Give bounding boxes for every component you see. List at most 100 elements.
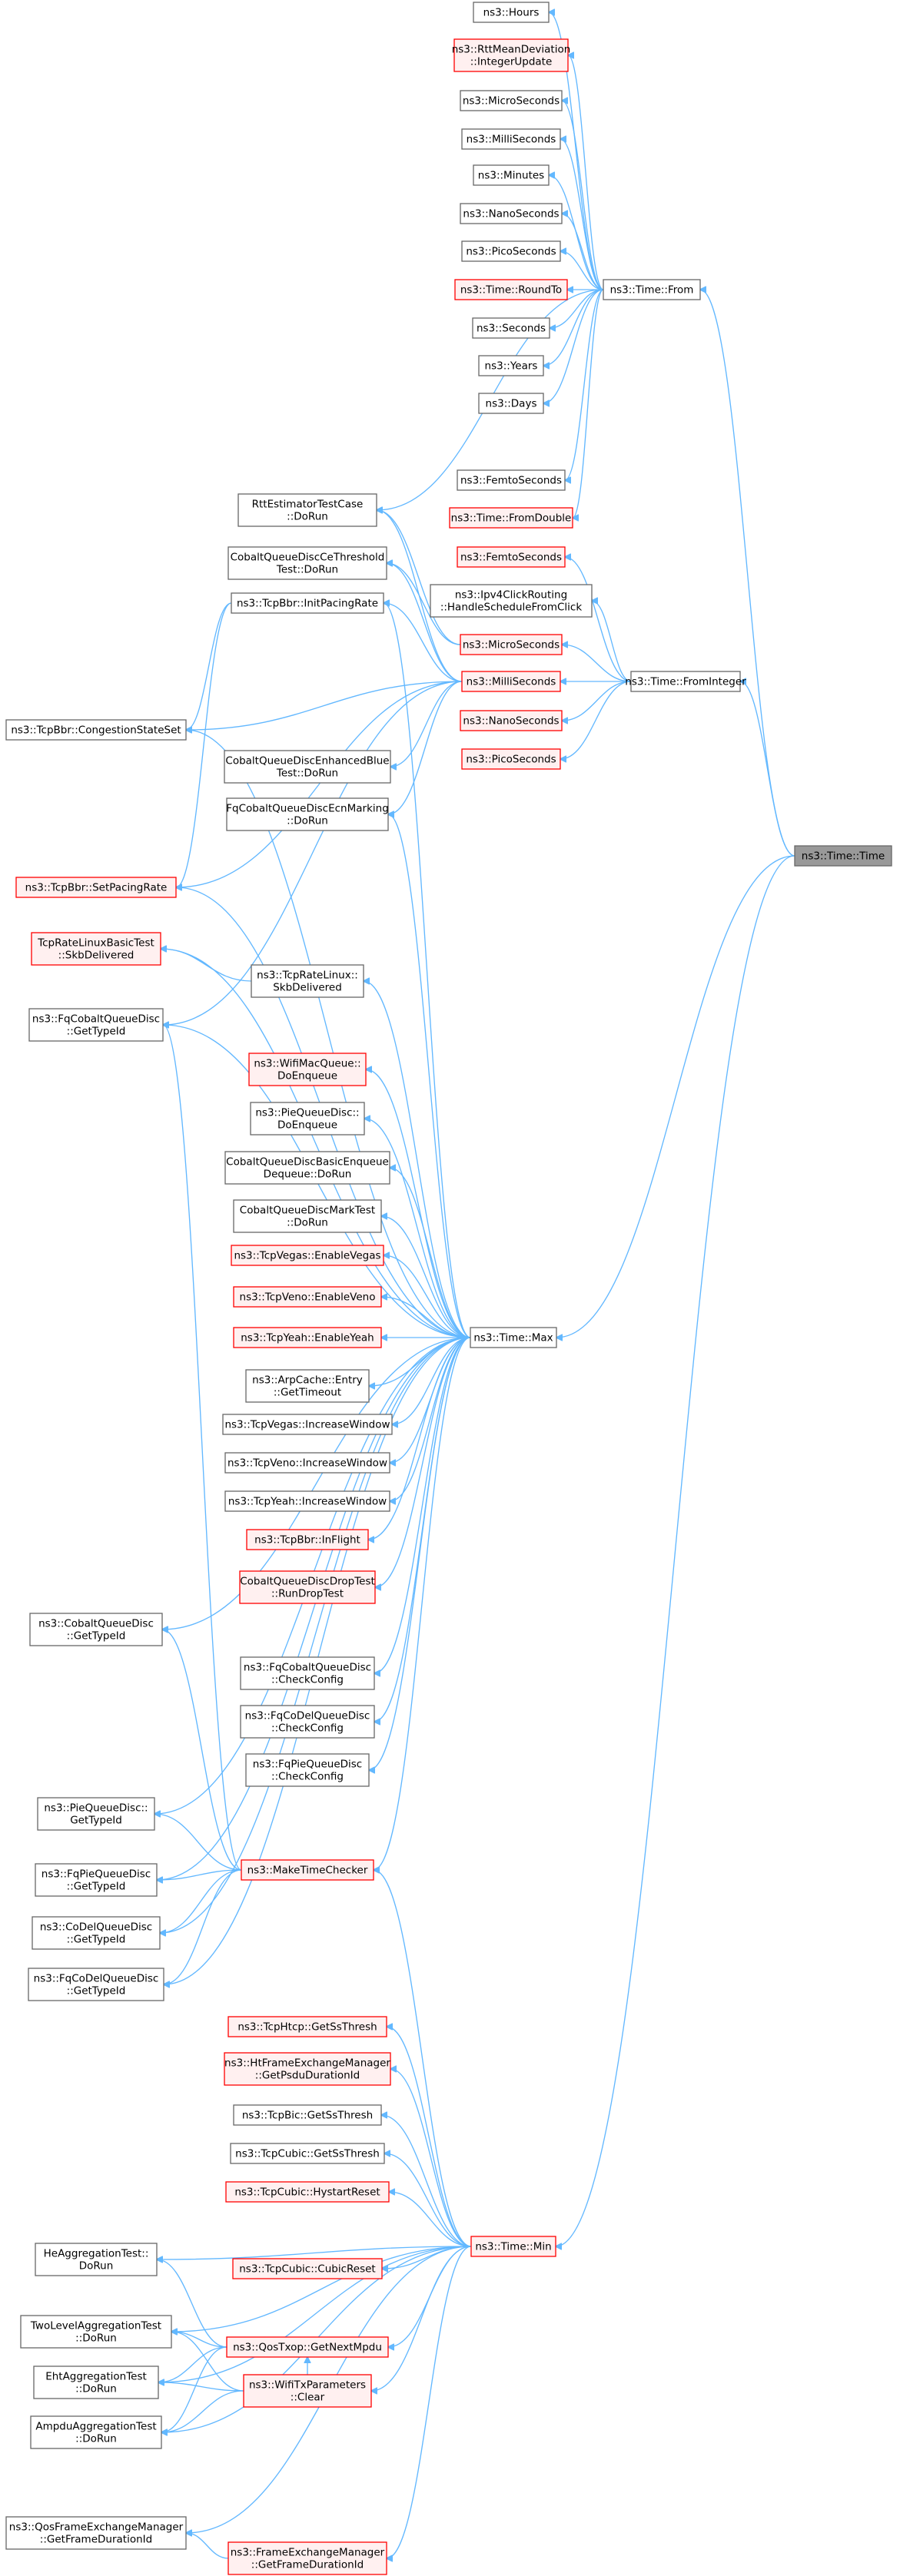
graph-node-us_b[interactable]: ns3::MicroSeconds — [460, 634, 563, 655]
graph-node-inflight[interactable]: ns3::TcpBbr::InFlight — [246, 1529, 369, 1550]
node-label: Test::DoRun — [276, 564, 338, 576]
node-label: Dequeue::DoRun — [264, 1169, 352, 1181]
graph-node-max[interactable]: ns3::Time::Max — [470, 1327, 557, 1348]
graph-node-ipv4click[interactable]: ns3::Ipv4ClickRouting::HandleScheduleFro… — [430, 584, 593, 618]
graph-node-heagg[interactable]: HeAggregationTest::DoRun — [35, 2243, 158, 2276]
graph-node-cubicreset[interactable]: ns3::TcpCubic::CubicReset — [232, 2258, 383, 2279]
graph-node-ms_a[interactable]: ns3::MilliSeconds — [461, 128, 561, 150]
graph-node-ns_b[interactable]: ns3::NanoSeconds — [460, 710, 563, 731]
graph-node-cobaltdrop[interactable]: CobaltQueueDiscDropTest::RunDropTest — [239, 1570, 376, 1604]
graph-node-fs_a[interactable]: ns3::FemtoSeconds — [457, 469, 566, 491]
graph-node-vegasinc[interactable]: ns3::TcpVegas::IncreaseWindow — [222, 1414, 393, 1435]
graph-node-arpcache[interactable]: ns3::ArpCache::Entry::GetTimeout — [245, 1369, 370, 1403]
graph-node-getnextmpdu[interactable]: ns3::QosTxop::GetNextMpdu — [226, 2336, 389, 2358]
graph-node-min[interactable]: ns3::Time::Min — [470, 2236, 556, 2257]
graph-node-ns_a[interactable]: ns3::NanoSeconds — [460, 203, 563, 224]
graph-node-femdur[interactable]: ns3::FrameExchangeManager::GetFrameDurat… — [227, 2541, 387, 2575]
edge-max-to-timetime — [556, 855, 795, 1338]
graph-node-qosfem[interactable]: ns3::QosFrameExchangeManager::GetFrameDu… — [5, 2516, 187, 2550]
graph-node-from[interactable]: ns3::Time::From — [603, 279, 701, 300]
graph-node-ehtagg[interactable]: EhtAggregationTest::DoRun — [33, 2365, 159, 2399]
node-box — [231, 1245, 384, 1266]
graph-node-venoinc[interactable]: ns3::TcpVeno::IncreaseWindow — [224, 1452, 390, 1474]
graph-node-tcprateskb[interactable]: ns3::TcpRateLinux::SkbDelivered — [251, 964, 364, 998]
node-box — [460, 90, 563, 111]
edge-vegasinc-to-max — [392, 1337, 471, 1424]
node-label: ns3::WifiTxParameters — [249, 2379, 366, 2392]
graph-node-fqcobaltgt[interactable]: ns3::FqCobaltQueueDisc::GetTypeId — [28, 1008, 164, 1042]
graph-node-fromdouble[interactable]: ns3::Time::FromDouble — [449, 507, 573, 529]
graph-node-vegasenable[interactable]: ns3::TcpVegas::EnableVegas — [231, 1245, 384, 1266]
edge-qosfem-to-femdur — [186, 2533, 229, 2559]
graph-node-codelgt[interactable]: ns3::CoDelQueueDisc::GetTypeId — [32, 1916, 161, 1950]
node-label: ns3::Time::FromDouble — [451, 512, 572, 525]
graph-node-fqpiecheck[interactable]: ns3::FqPieQueueDisc::CheckConfig — [245, 1753, 370, 1787]
graph-node-venoenable[interactable]: ns3::TcpVeno::EnableVeno — [233, 1286, 382, 1308]
node-label: DoEnqueue — [277, 1070, 337, 1082]
graph-node-congstate[interactable]: ns3::TcpBbr::CongestionStateSet — [5, 719, 187, 741]
graph-node-cubicss[interactable]: ns3::TcpCubic::GetSsThresh — [230, 2143, 385, 2164]
graph-node-rttupd[interactable]: ns3::RttMeanDeviation::IntegerUpdate — [452, 38, 571, 72]
node-box — [224, 1490, 390, 1512]
edge-setpacing-to-ms_b — [176, 681, 463, 887]
node-label: ::HandleScheduleFromClick — [440, 602, 583, 614]
node-label: ns3::PicoSeconds — [466, 754, 556, 766]
graph-node-ps_b[interactable]: ns3::PicoSeconds — [461, 748, 561, 770]
graph-node-twolevel[interactable]: TwoLevelAggregationTest::DoRun — [20, 2315, 172, 2349]
graph-node-yeahinc[interactable]: ns3::TcpYeah::IncreaseWindow — [224, 1490, 390, 1512]
graph-node-fs_b[interactable]: ns3::FemtoSeconds — [457, 546, 566, 568]
graph-node-cobaltbasic[interactable]: CobaltQueueDiscBasicEnqueueDequeue::DoRu… — [224, 1151, 390, 1185]
graph-node-us_a[interactable]: ns3::MicroSeconds — [460, 90, 563, 111]
graph-node-wifimacq[interactable]: ns3::WifiMacQueue::DoEnqueue — [248, 1053, 367, 1086]
edge-cubicss-to-min — [384, 2153, 472, 2247]
graph-node-minutes[interactable]: ns3::Minutes — [473, 164, 550, 186]
graph-node-days[interactable]: ns3::Days — [478, 393, 544, 414]
node-box — [31, 932, 161, 966]
graph-node-setpacing[interactable]: ns3::TcpBbr::SetPacingRate — [15, 877, 177, 898]
graph-node-initpacing[interactable]: ns3::TcpBbr::InitPacingRate — [231, 592, 384, 614]
graph-node-fqcobaltecn[interactable]: FqCobaltQueueDiscEcnMarking::DoRun — [226, 797, 389, 831]
graph-node-tcprate[interactable]: TcpRateLinuxBasicTest::SkbDelivered — [31, 932, 161, 966]
graph-node-ampdu[interactable]: AmpduAggregationTest::DoRun — [30, 2415, 162, 2449]
node-box — [478, 393, 544, 414]
node-box — [794, 845, 892, 867]
graph-node-yeahenable[interactable]: ns3::TcpYeah::EnableYeah — [233, 1327, 382, 1348]
graph-node-cobaltmark[interactable]: CobaltQueueDiscMarkTest::DoRun — [233, 1199, 382, 1233]
graph-node-fqcodelgt[interactable]: ns3::FqCoDelQueueDisc::GetTypeId — [28, 1968, 164, 2001]
graph-node-fqcobaltcheck[interactable]: ns3::FqCobaltQueueDisc::CheckConfig — [240, 1656, 375, 1690]
node-box — [230, 2143, 385, 2164]
node-label: ns3::NanoSeconds — [463, 208, 559, 220]
graph-node-htcpss[interactable]: ns3::TcpHtcp::GetSsThresh — [227, 2016, 387, 2037]
edge-fromdouble-to-from — [573, 289, 604, 518]
graph-node-rttest[interactable]: RttEstimatorTestCase::DoRun — [237, 493, 377, 527]
graph-node-timetime[interactable]: ns3::Time::Time — [794, 845, 892, 867]
edge-tcprateskb-to-max — [364, 981, 471, 1338]
graph-node-hours[interactable]: ns3::Hours — [473, 2, 550, 23]
node-label: ns3::TcpRateLinux:: — [257, 970, 358, 982]
graph-node-roundto[interactable]: ns3::Time::RoundTo — [454, 279, 568, 300]
graph-node-htfem[interactable]: ns3::HtFrameExchangeManager::GetPsduDura… — [224, 2052, 391, 2086]
edge-htcpss-to-min — [387, 2027, 472, 2247]
graph-node-fromint[interactable]: ns3::Time::FromInteger — [625, 671, 746, 692]
graph-node-cobaltgt[interactable]: ns3::CobaltQueueDisc::GetTypeId — [29, 1613, 163, 1646]
edge-cobaltgt-to-maketc — [162, 1629, 242, 1871]
graph-node-piegt[interactable]: ns3::PieQueueDisc::GetTypeId — [37, 1797, 155, 1831]
graph-node-pieenq[interactable]: ns3::PieQueueDisc::DoEnqueue — [250, 1102, 365, 1135]
graph-node-ps_a[interactable]: ns3::PicoSeconds — [461, 240, 561, 262]
graph-node-maketc[interactable]: ns3::MakeTimeChecker — [241, 1859, 374, 1881]
graph-node-ms_b[interactable]: ns3::MilliSeconds — [461, 671, 561, 692]
node-box — [457, 469, 566, 491]
graph-node-fqcodelcheck[interactable]: ns3::FqCoDelQueueDisc::CheckConfig — [240, 1705, 375, 1739]
node-label: ns3::PieQueueDisc:: — [255, 1107, 359, 1119]
graph-node-seconds[interactable]: ns3::Seconds — [472, 317, 550, 339]
graph-node-years[interactable]: ns3::Years — [478, 355, 544, 376]
node-box — [248, 1053, 367, 1086]
graph-node-fqpiegt[interactable]: ns3::FqPieQueueDisc::GetTypeId — [35, 1863, 158, 1897]
graph-node-hystart[interactable]: ns3::TcpCubic::HystartReset — [225, 2181, 390, 2203]
graph-node-wifitxclear[interactable]: ns3::WifiTxParameters::Clear — [243, 2374, 372, 2408]
node-label: ::GetTypeId — [67, 1985, 126, 1997]
node-box — [224, 2052, 391, 2086]
graph-node-bicss[interactable]: ns3::TcpBic::GetSsThresh — [233, 2104, 382, 2126]
